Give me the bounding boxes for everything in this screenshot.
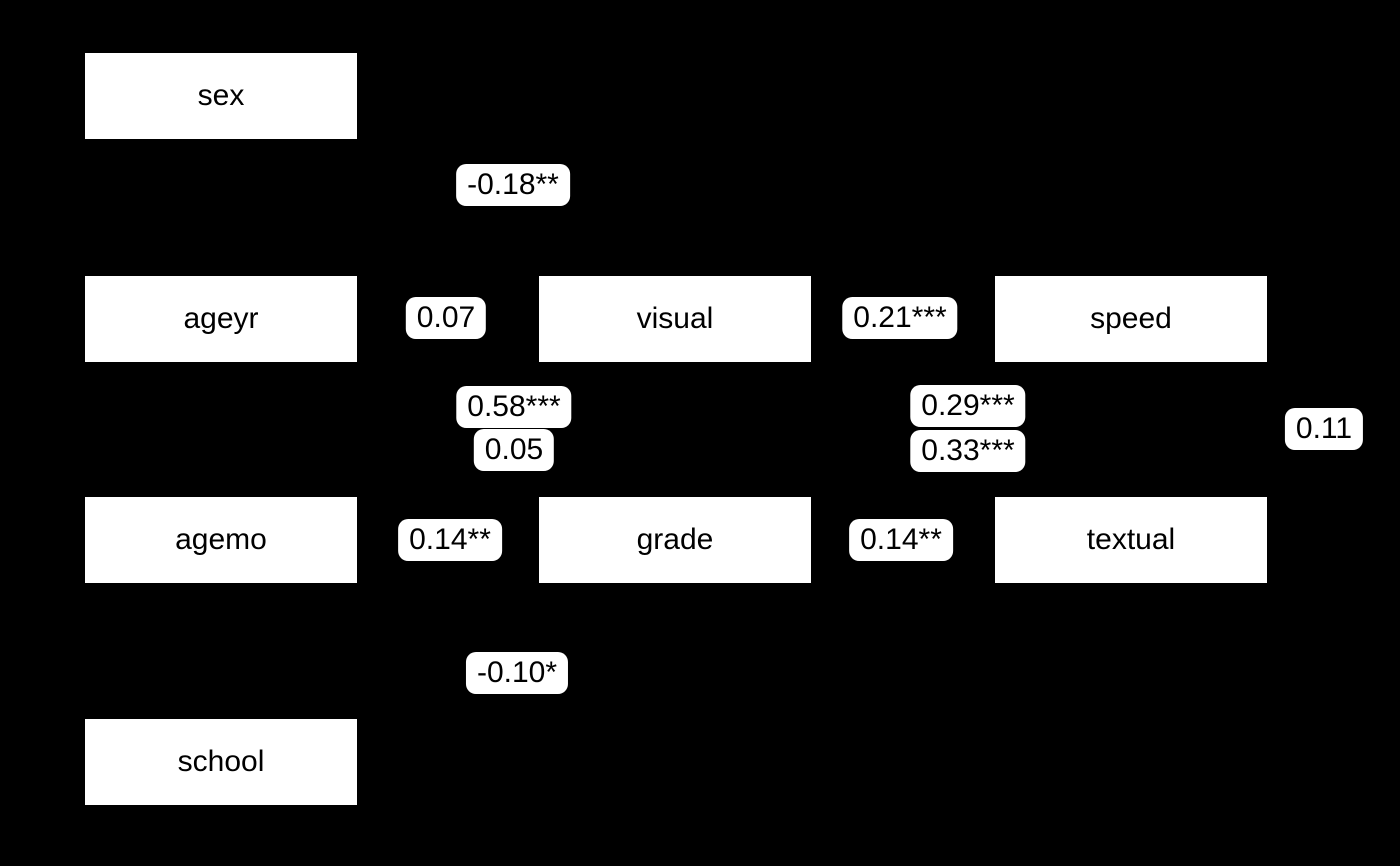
edge-label-1: -0.18** xyxy=(456,164,570,206)
node-speed: speed xyxy=(995,276,1267,362)
node-textual: textual xyxy=(995,497,1267,583)
node-ageyr: ageyr xyxy=(85,276,357,362)
edge-label-3: 0.21*** xyxy=(842,297,958,339)
edge-label-6: 0.29*** xyxy=(910,385,1026,427)
node-visual: visual xyxy=(539,276,811,362)
node-agemo: agemo xyxy=(85,497,357,583)
edge-label-5: 0.05 xyxy=(473,429,555,471)
edge-label-8: 0.11 xyxy=(1284,408,1364,450)
edge-label-10: 0.14** xyxy=(849,519,953,561)
edge-label-4: 0.58*** xyxy=(456,386,572,428)
node-sex: sex xyxy=(85,53,357,139)
node-grade: grade xyxy=(539,497,811,583)
edge-label-2: 0.07 xyxy=(405,297,487,339)
edge-label-11: -0.10* xyxy=(465,652,569,694)
node-school: school xyxy=(85,719,357,805)
edge-label-7: 0.33*** xyxy=(910,430,1026,472)
edge-label-9: 0.14** xyxy=(398,519,502,561)
